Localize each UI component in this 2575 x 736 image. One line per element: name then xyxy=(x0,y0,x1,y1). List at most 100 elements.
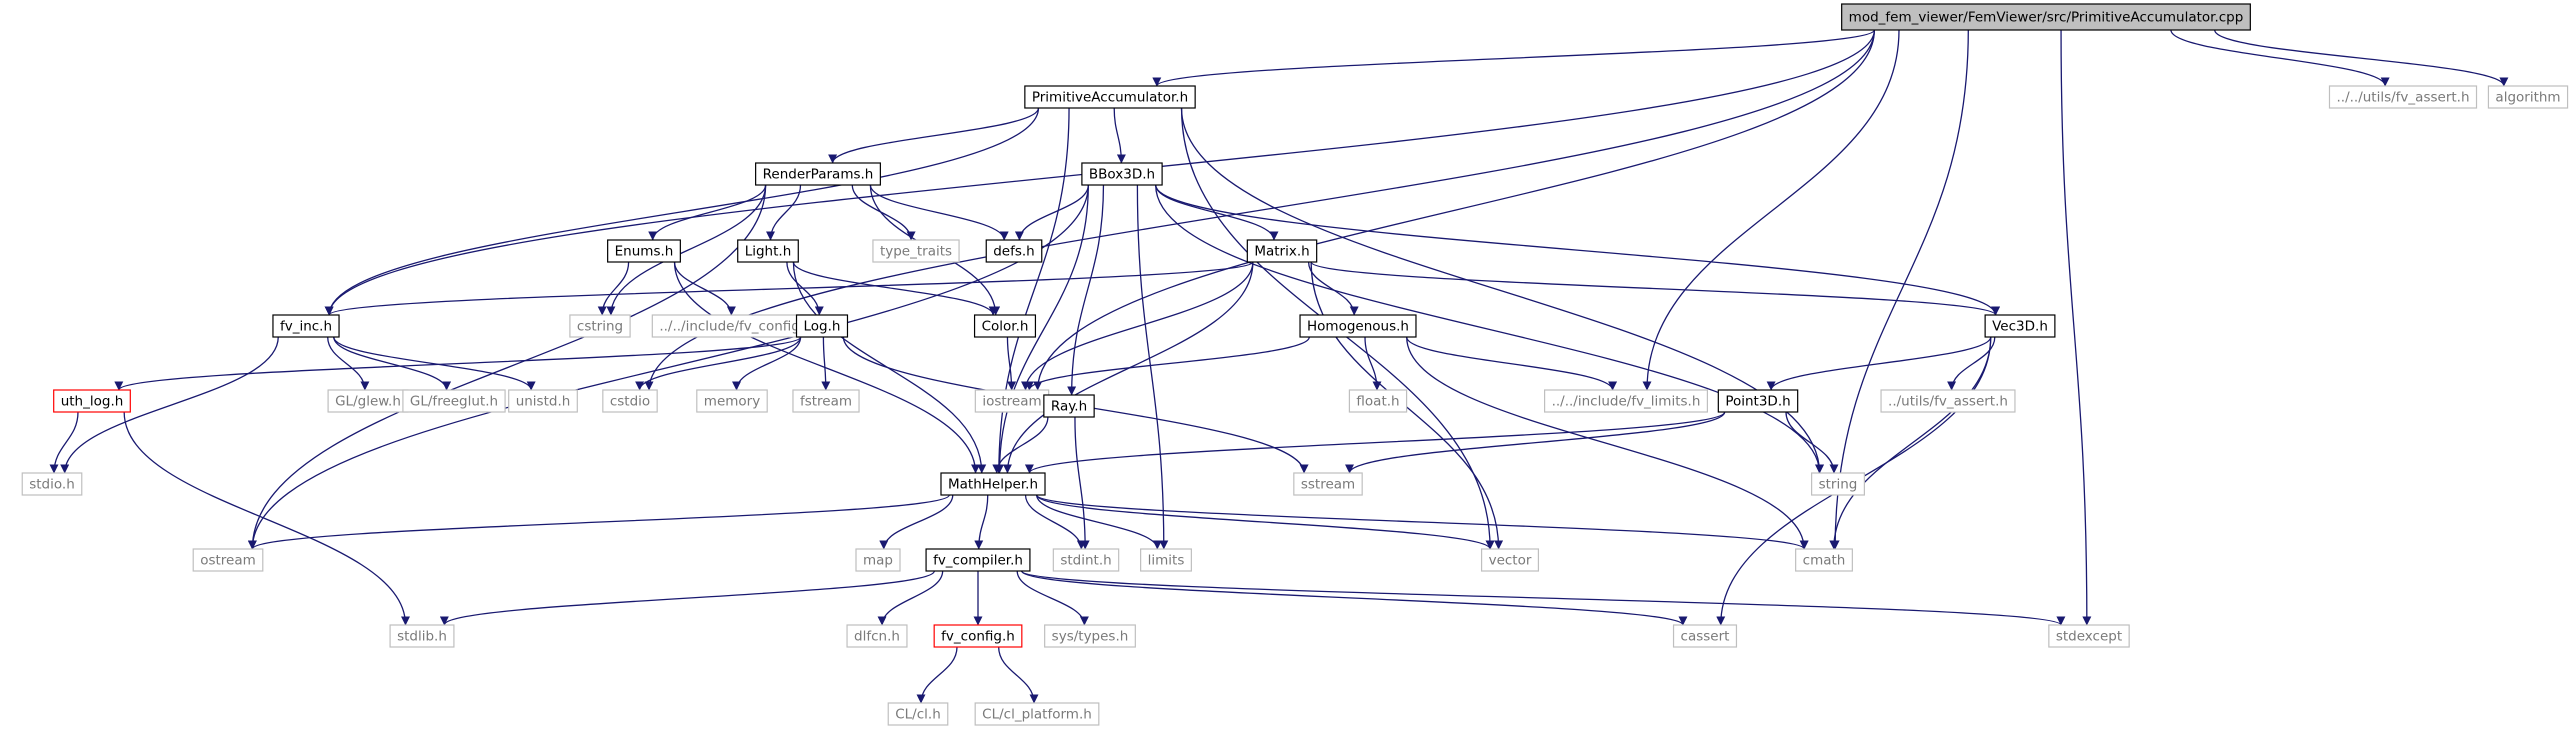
node-box xyxy=(1246,239,1318,263)
node-renderparams-h[interactable]: RenderParams.h xyxy=(755,162,881,186)
node-cmath: cmath xyxy=(1795,548,1853,572)
edge-light-to-color xyxy=(792,261,998,316)
edge-matrix-to-homog xyxy=(1307,261,1359,316)
edge-enums-to-fvconfiginc xyxy=(673,261,736,316)
edge-fvconfig-to-clplatform xyxy=(998,646,1039,704)
edge-vec3d-to-cmath xyxy=(1829,336,1992,550)
edge-rp-to-enums xyxy=(648,184,767,241)
node-label: memory xyxy=(704,394,760,410)
edge-rp-to-light xyxy=(766,184,802,241)
node-map: map xyxy=(855,548,901,572)
node-label: MathHelper.h xyxy=(948,477,1038,493)
node-label: ../../utils/fv_assert.h xyxy=(2336,90,2469,106)
node-homogenous-h[interactable]: Homogenous.h xyxy=(1299,314,1417,338)
node-matrix-h[interactable]: Matrix.h xyxy=(1246,239,1318,263)
node-label: vector xyxy=(1489,553,1532,569)
node-string: string xyxy=(1811,472,1865,496)
node-ostream: ostream xyxy=(192,548,264,572)
edge-matrix-to-vec3d xyxy=(1310,261,2000,316)
edge-root-to-fvlimits xyxy=(1642,29,1900,391)
edge-point3d-to-sstream xyxy=(1345,411,1726,474)
edge-bbox-to-mathhelper xyxy=(994,184,1089,474)
node-log-h[interactable]: Log.h xyxy=(795,314,849,338)
edge-mathhelper-to-map xyxy=(879,494,954,550)
node-box xyxy=(1480,548,1540,572)
node-label: algorithm xyxy=(2495,90,2560,106)
node-box xyxy=(1841,3,2251,31)
node-label: cstring xyxy=(577,319,623,335)
node-uth-log-h[interactable]: uth_log.h xyxy=(53,389,131,413)
node-stdint-h: stdint.h xyxy=(1052,548,1120,572)
node-label: ostream xyxy=(200,553,256,569)
node-enums-h[interactable]: Enums.h xyxy=(607,239,681,263)
node-label: uth_log.h xyxy=(61,394,124,410)
node-include-fv-limits-h: ../../include/fv_limits.h xyxy=(1544,389,1708,413)
node-stdlib-h: stdlib.h xyxy=(389,624,455,648)
node-label: Log.h xyxy=(804,319,841,335)
edge-bbox-to-vec3d xyxy=(1155,184,2000,316)
node-box xyxy=(1544,389,1708,413)
node-cstring: cstring xyxy=(569,314,631,338)
edge-fvcompiler-to-stdlib xyxy=(440,570,936,626)
node-primitiveaccumulator-h[interactable]: PrimitiveAccumulator.h xyxy=(1024,85,1196,109)
node-box xyxy=(2048,624,2130,648)
node-sstream: sstream xyxy=(1293,472,1363,496)
edge-pa-to-rp xyxy=(828,107,1040,164)
node-label: ../../include/fv_config.h xyxy=(659,319,812,335)
node-light-h[interactable]: Light.h xyxy=(737,239,799,263)
node-label: float.h xyxy=(1356,394,1399,410)
node-fv-compiler-h[interactable]: fv_compiler.h xyxy=(925,548,1031,572)
node-label: fv_compiler.h xyxy=(933,553,1023,569)
edge-fvinc-to-unistd xyxy=(333,336,536,391)
edge-mathhelper-to-cmath xyxy=(1036,494,1809,550)
node-cl-cl-platform-h: CL/cl_platform.h xyxy=(974,702,1100,726)
node-label: cmath xyxy=(1803,553,1846,569)
node-label: sstream xyxy=(1301,477,1355,493)
node-unistd-h: unistd.h xyxy=(508,389,578,413)
node-box xyxy=(1140,548,1192,572)
node-label: map xyxy=(863,553,893,569)
edge-point3d-to-mathhelper xyxy=(1025,411,1726,474)
node-label: sys/types.h xyxy=(1052,629,1129,645)
node-mathhelper-h[interactable]: MathHelper.h xyxy=(940,472,1046,496)
node-fv-inc-h[interactable]: fv_inc.h xyxy=(272,314,340,338)
node-vec3d-h[interactable]: Vec3D.h xyxy=(1984,314,2056,338)
node-box xyxy=(933,624,1023,648)
node-box xyxy=(272,314,340,338)
node-label: Vec3D.h xyxy=(1992,319,2048,335)
node-box xyxy=(569,314,631,338)
node-bbox3d-h[interactable]: BBox3D.h xyxy=(1081,162,1163,186)
node-label: Point3D.h xyxy=(1725,394,1790,410)
edge-rp-to-defs xyxy=(869,184,1009,241)
node-label: CL/cl.h xyxy=(895,707,941,723)
node-fv-config-h[interactable]: fv_config.h xyxy=(933,624,1023,648)
node-utils-fv-assert-h: ../utils/fv_assert.h xyxy=(1880,389,2016,413)
node-dlfcn-h: dlfcn.h xyxy=(846,624,908,648)
node-label: stdio.h xyxy=(29,477,75,493)
node-label: iostream xyxy=(982,394,1041,410)
node-defs-h[interactable]: defs.h xyxy=(985,239,1043,263)
node-ray-h[interactable]: Ray.h xyxy=(1043,394,1095,418)
edge-vec3d-to-fvassert2 xyxy=(1947,336,1996,391)
edge-mathhelper-to-ostream xyxy=(248,494,950,550)
node-iostream: iostream xyxy=(974,389,1050,413)
edge-matrix-to-fvinc xyxy=(324,261,1254,316)
node-color-h[interactable]: Color.h xyxy=(973,314,1037,338)
node-box xyxy=(1299,314,1417,338)
node-mod-fem-viewer-femviewer-src-primitiveaccumulator-cpp[interactable]: mod_fem_viewer/FemViewer/src/PrimitiveAc… xyxy=(1841,3,2251,31)
edge-root-to-stdexcept xyxy=(2060,29,2092,626)
node-label: BBox3D.h xyxy=(1089,167,1155,183)
node-box xyxy=(1348,389,1408,413)
edge-color-to-iostream xyxy=(1006,336,1017,391)
edge-bbox-to-defs xyxy=(1014,184,1089,241)
node-cstdio: cstdio xyxy=(602,389,658,413)
edge-log-to-fstream xyxy=(821,336,831,391)
node-box xyxy=(1880,389,2016,413)
node-box xyxy=(1024,85,1196,109)
edge-uthlog-to-stdlib xyxy=(123,411,410,626)
edge-log-to-memory xyxy=(732,336,802,391)
node-box xyxy=(872,239,960,263)
node-point3d-h[interactable]: Point3D.h xyxy=(1717,389,1799,413)
node-label: ../utils/fv_assert.h xyxy=(1888,394,2008,410)
